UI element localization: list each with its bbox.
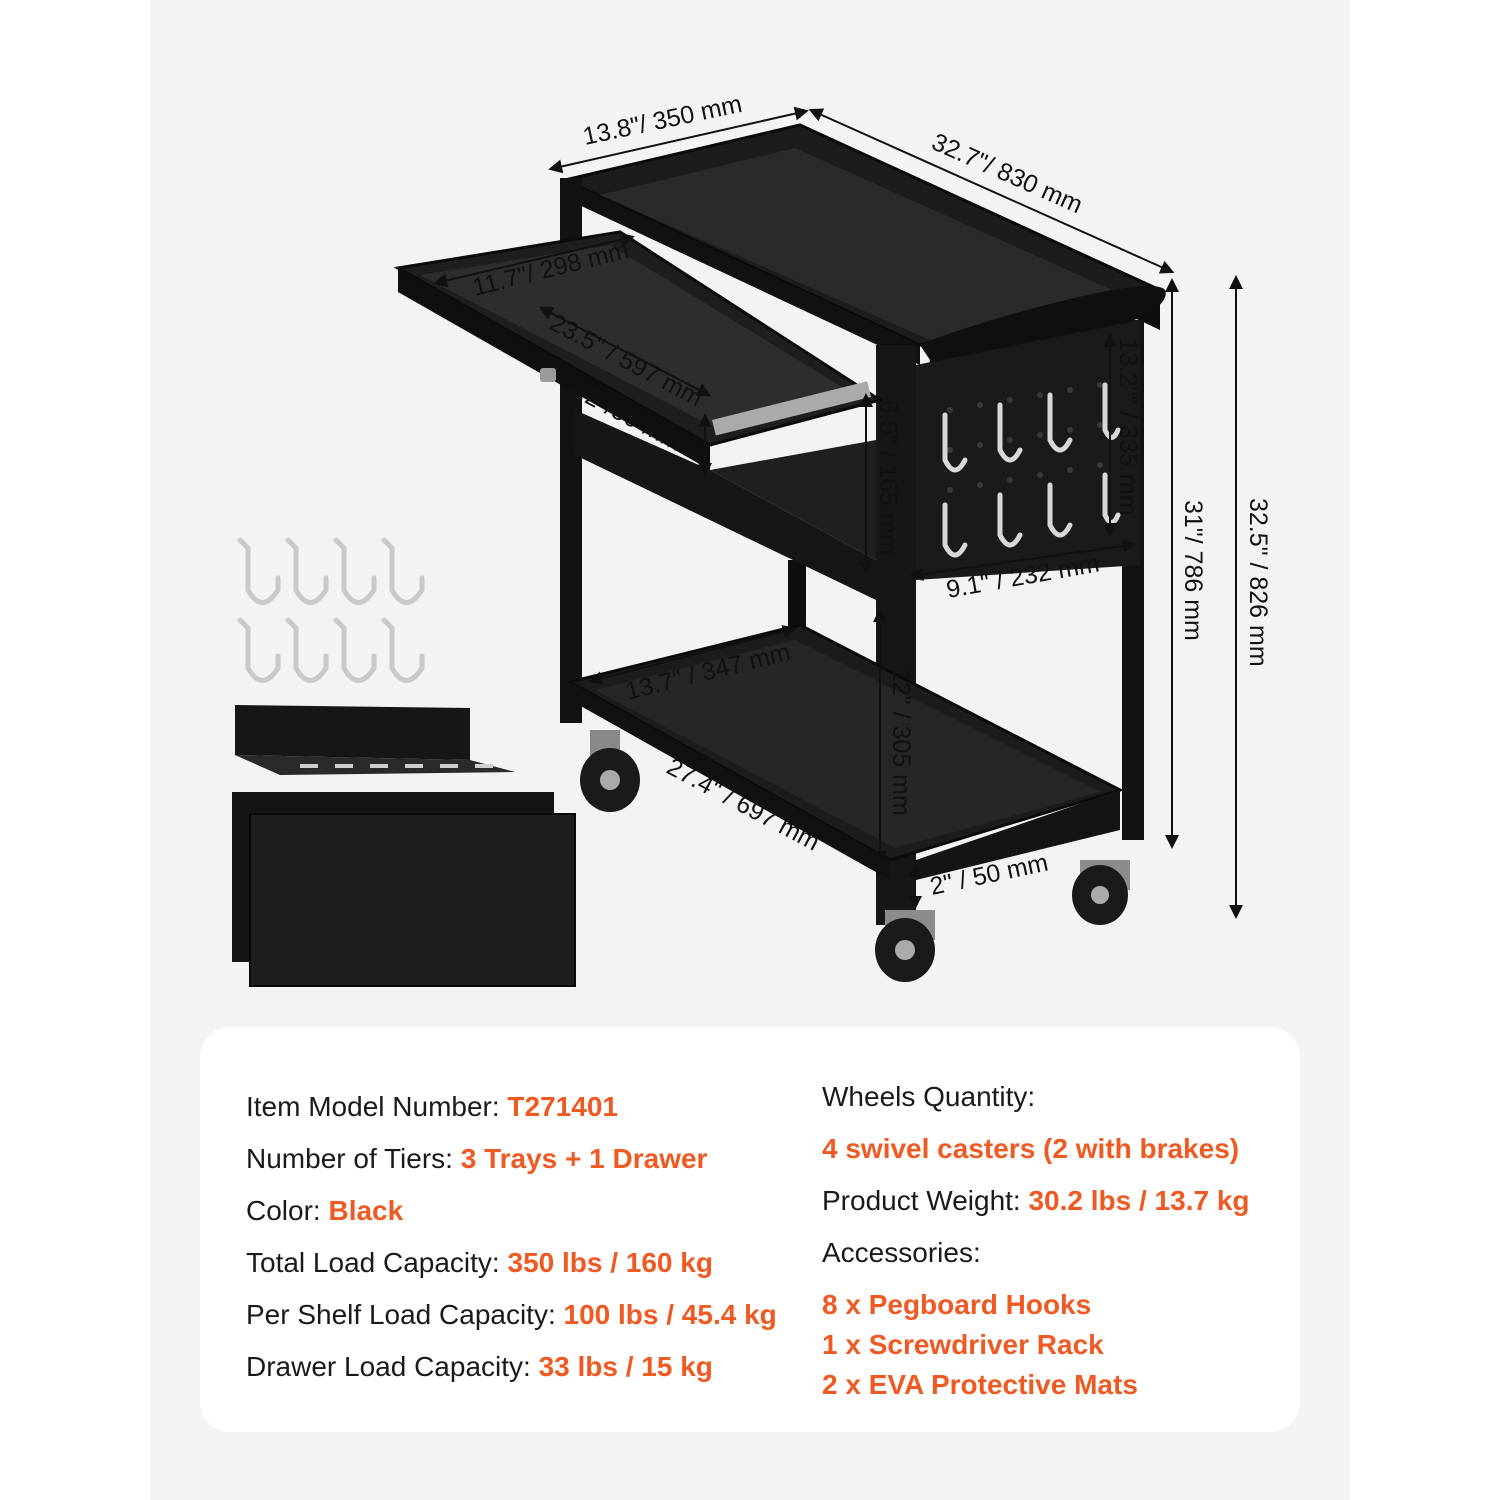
dim-top-depth: 13.8"/ 350 mm bbox=[580, 90, 744, 151]
spec-label: Drawer Load Capacity: bbox=[246, 1351, 539, 1382]
spec-label: Product Weight: bbox=[822, 1185, 1029, 1216]
spec-label: Item Model Number: bbox=[246, 1091, 508, 1122]
spec-weight: Product Weight: 30.2 lbs / 13.7 kg bbox=[822, 1184, 1250, 1218]
spec-total-load: Total Load Capacity: 350 lbs / 160 kg bbox=[246, 1246, 713, 1280]
spec-wheels-value: 4 swivel casters (2 with brakes) bbox=[822, 1133, 1240, 1164]
spec-value: 350 lbs / 160 kg bbox=[507, 1247, 713, 1278]
pegboard-holes bbox=[947, 382, 1103, 493]
spec-label: Number of Tiers: bbox=[246, 1143, 461, 1174]
caster-wheels bbox=[580, 730, 1130, 982]
spec-value: 3 Trays + 1 Drawer bbox=[460, 1143, 708, 1174]
dim-lower-gap: 12" / 305 mm bbox=[887, 668, 915, 816]
dim-pegboard-height: 13.2"" / 335 mm bbox=[1114, 338, 1142, 516]
screwdriver-rack bbox=[235, 705, 515, 775]
spec-label: Color: bbox=[246, 1195, 329, 1226]
spec-shelf-load: Per Shelf Load Capacity: 100 lbs / 45.4 … bbox=[246, 1298, 777, 1332]
protective-mats bbox=[232, 792, 576, 987]
spec-label: Total Load Capacity: bbox=[246, 1247, 508, 1278]
dim-upper-gap: 6.5" / 165 mm bbox=[874, 400, 902, 555]
spec-card bbox=[200, 1027, 1300, 1432]
spec-drawer-load: Drawer Load Capacity: 33 lbs / 15 kg bbox=[246, 1350, 713, 1384]
dimension-lines bbox=[433, 106, 1243, 919]
spec-tiers: Number of Tiers: 3 Trays + 1 Drawer bbox=[246, 1142, 707, 1176]
spec-model: Item Model Number: T271401 bbox=[246, 1090, 618, 1124]
spec-value: 100 lbs / 45.4 kg bbox=[563, 1299, 777, 1330]
spec-color: Color: Black bbox=[246, 1194, 403, 1228]
dim-total-height: 32.5" / 826 mm bbox=[1244, 498, 1272, 667]
spec-value: Black bbox=[328, 1195, 404, 1226]
accessory-item: 8 x Pegboard Hooks bbox=[822, 1289, 1092, 1320]
cart-diagram: 13.8"/ 350 mm 32.7"/ 830 mm 11.7"/ 298 m… bbox=[232, 90, 1272, 987]
spec-value: 30.2 lbs / 13.7 kg bbox=[1028, 1185, 1250, 1216]
spec-value: 33 lbs / 15 kg bbox=[538, 1351, 713, 1382]
dim-handle-height: 31"/ 786 mm bbox=[1179, 500, 1207, 641]
accessory-item: 1 x Screwdriver Rack bbox=[822, 1329, 1104, 1360]
accessory-hooks bbox=[237, 537, 425, 683]
spec-value: T271401 bbox=[507, 1091, 618, 1122]
spec-accessories-label: Accessories: bbox=[822, 1237, 981, 1268]
spec-wheels-label: Wheels Quantity: bbox=[822, 1081, 1036, 1112]
accessory-item: 2 x EVA Protective Mats bbox=[822, 1369, 1138, 1400]
spec-label: Per Shelf Load Capacity: bbox=[246, 1299, 564, 1330]
